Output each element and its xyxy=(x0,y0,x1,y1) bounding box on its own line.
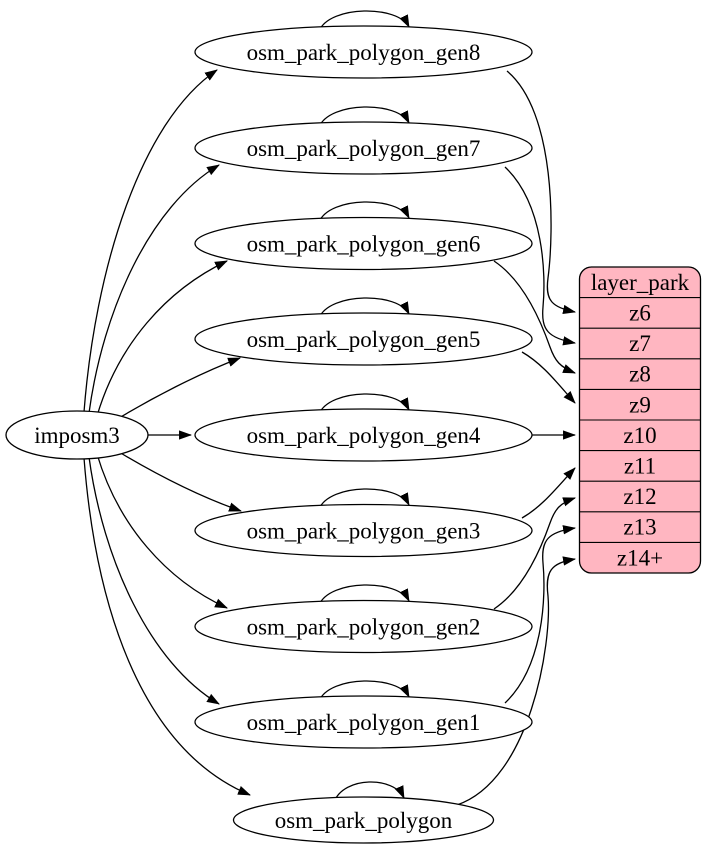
self-loop-gen3 xyxy=(318,488,410,510)
node-gen6-label: osm_park_polygon_gen6 xyxy=(247,232,481,257)
node-gen2-shape xyxy=(194,599,533,654)
layer-park-row-z6: z6 xyxy=(629,301,651,326)
edge-gen3-z11 xyxy=(521,467,576,519)
layer-park-row-z14: z14+ xyxy=(617,545,663,570)
layer-park-row-z12: z12 xyxy=(623,484,656,509)
layer-park-row-z11: z11 xyxy=(624,454,656,479)
self-loop-gen7 xyxy=(318,106,410,128)
edge-gen7-z7 xyxy=(504,166,577,346)
self-loop-polygon xyxy=(333,781,405,803)
self-loop-gen1 xyxy=(318,680,410,702)
edge-gen1-z13 xyxy=(504,525,577,704)
edge-polygon-z14 xyxy=(456,556,577,806)
node-gen1-shape xyxy=(194,695,533,749)
node-gen8-shape xyxy=(194,25,533,79)
edge-imposm3-gen2 xyxy=(96,453,228,609)
layer-park-row-z13: z13 xyxy=(623,515,656,540)
self-loop-gen8 xyxy=(318,10,410,32)
node-gen1-label: osm_park_polygon_gen1 xyxy=(247,710,481,735)
edge-imposm3-polygon xyxy=(83,457,251,796)
node-polygon-shape xyxy=(232,796,495,844)
edges-from-source xyxy=(83,69,251,796)
node-gen5-label: osm_park_polygon_gen5 xyxy=(247,327,481,352)
node-gen5-shape xyxy=(194,312,533,366)
node-osm-park-polygon-gen4: osm_park_polygon_gen4 xyxy=(194,408,533,462)
node-gen4-label: osm_park_polygon_gen4 xyxy=(247,423,481,448)
self-loop-gen2 xyxy=(318,584,410,606)
node-osm-park-polygon: osm_park_polygon xyxy=(232,796,495,844)
node-layer-park: layer_park z6 z7 z8 z9 z10 z11 z12 z13 z… xyxy=(578,266,702,574)
edge-imposm3-gen6 xyxy=(96,260,228,417)
node-osm-park-polygon-gen8: osm_park_polygon_gen8 xyxy=(194,25,533,79)
node-osm-park-polygon-gen2: osm_park_polygon_gen2 xyxy=(194,599,533,654)
layer-park-dividers xyxy=(579,297,701,543)
layer-park-row-z7: z7 xyxy=(629,331,651,356)
node-polygon-label: osm_park_polygon xyxy=(275,808,453,833)
node-osm-park-polygon-gen1: osm_park_polygon_gen1 xyxy=(194,695,533,749)
edge-gen8-z6 xyxy=(506,70,577,315)
edges-to-layer xyxy=(456,70,577,806)
node-gen3-label: osm_park_polygon_gen3 xyxy=(247,519,481,544)
edge-gen2-z12 xyxy=(493,497,576,610)
self-loop-gen5 xyxy=(318,297,410,319)
layer-park-row-z10: z10 xyxy=(623,423,656,448)
node-gen6-shape xyxy=(194,216,533,271)
node-imposm3: imposm3 xyxy=(5,410,149,460)
node-gen3-shape xyxy=(194,503,533,558)
node-imposm3-label: imposm3 xyxy=(34,423,120,448)
self-loop-gen6 xyxy=(318,201,410,223)
node-osm-park-polygon-gen5: osm_park_polygon_gen5 xyxy=(194,312,533,366)
edge-imposm3-gen5 xyxy=(113,357,241,422)
layer-park-title: layer_park xyxy=(591,270,690,295)
node-osm-park-polygon-gen6: osm_park_polygon_gen6 xyxy=(194,216,533,271)
edge-imposm3-gen8 xyxy=(83,69,218,413)
layer-park-row-z8: z8 xyxy=(629,362,651,387)
node-osm-park-polygon-gen3: osm_park_polygon_gen3 xyxy=(194,503,533,558)
edge-gen5-z9 xyxy=(521,351,576,404)
layer-park-row-z9: z9 xyxy=(629,392,651,417)
edge-imposm3-gen1 xyxy=(88,456,220,705)
node-gen8-label: osm_park_polygon_gen8 xyxy=(247,40,481,65)
self-loop-edges xyxy=(318,10,410,803)
edge-imposm3-gen7 xyxy=(88,164,220,414)
node-gen4-shape xyxy=(194,408,533,462)
node-imposm3-shape xyxy=(5,410,149,460)
edge-gen6-z8 xyxy=(493,260,576,374)
node-osm-park-polygon-gen7: osm_park_polygon_gen7 xyxy=(194,121,533,175)
node-gen7-label: osm_park_polygon_gen7 xyxy=(247,136,481,161)
self-loop-gen4 xyxy=(318,393,410,415)
node-gen2-label: osm_park_polygon_gen2 xyxy=(247,615,481,640)
node-gen7-shape xyxy=(194,121,533,175)
edge-imposm3-gen3 xyxy=(113,448,242,512)
